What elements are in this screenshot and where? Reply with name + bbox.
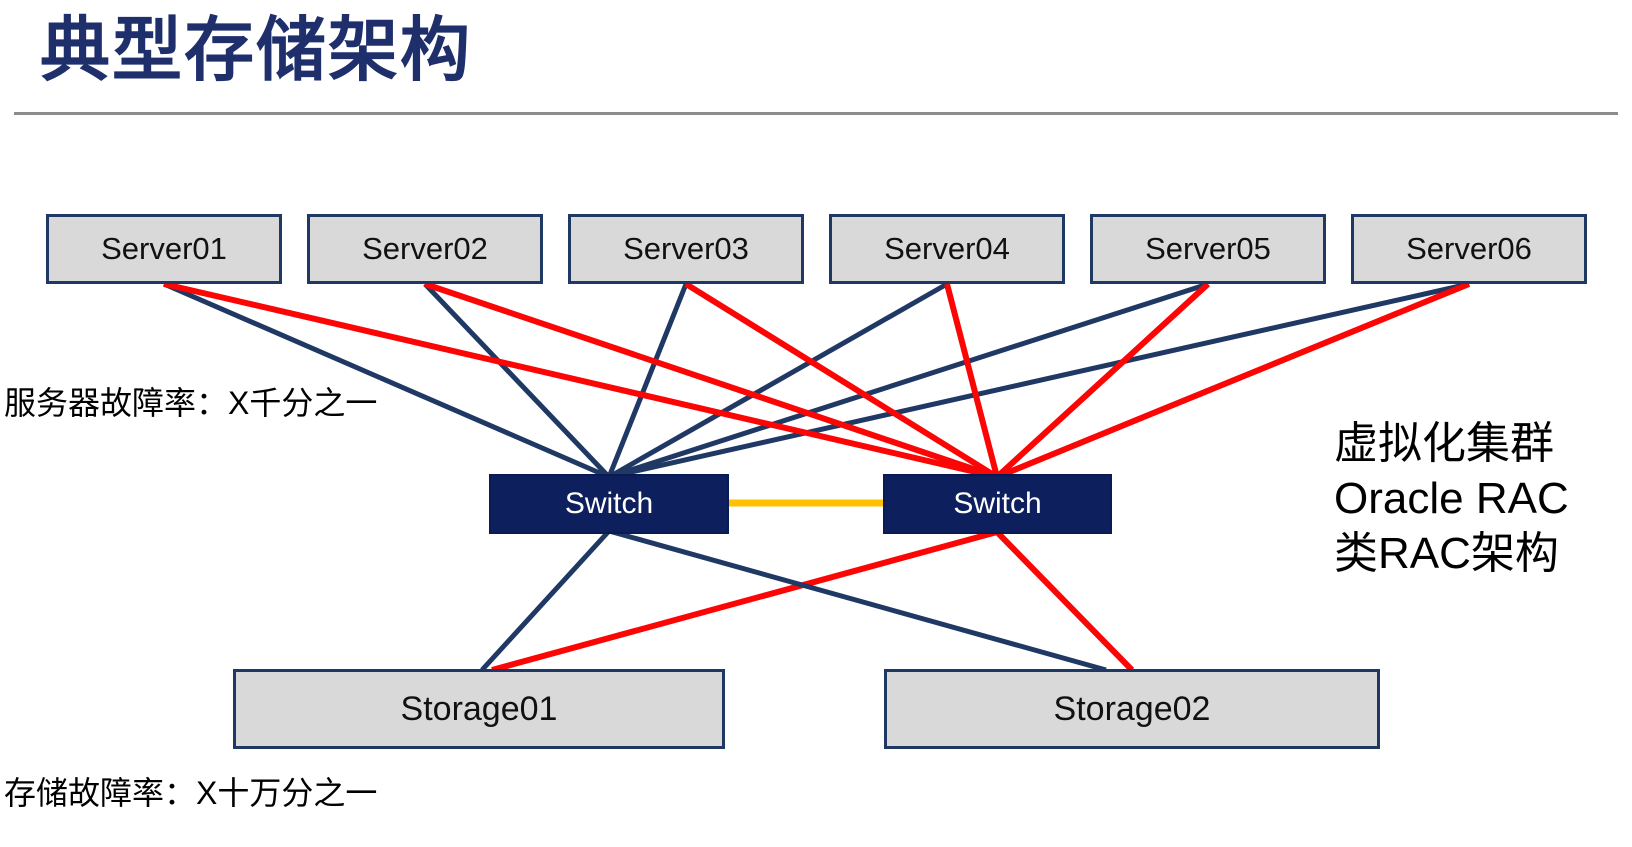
link-server03-switch2 xyxy=(684,281,999,480)
node-server02: Server02 xyxy=(307,214,543,284)
link-server05-switch2 xyxy=(994,281,1211,480)
node-switch-left: Switch xyxy=(489,474,729,534)
node-server03: Server03 xyxy=(568,214,804,284)
cluster-note-line-1: 虚拟化集群 xyxy=(1334,419,1554,468)
link-switch2-storage01 xyxy=(491,529,998,673)
node-server01: Server01 xyxy=(46,214,282,284)
cluster-note-line-3: 类RAC架构 xyxy=(1334,529,1559,578)
node-switch-right: Switch xyxy=(883,474,1112,534)
link-switch1-storage02 xyxy=(608,528,1107,673)
title-divider xyxy=(14,112,1618,115)
link-server02-switch2 xyxy=(424,281,998,480)
node-storage02: Storage02 xyxy=(884,669,1380,749)
node-storage01: Storage01 xyxy=(233,669,725,749)
cluster-note-line-2: Oracle RAC xyxy=(1334,474,1569,523)
server-failure-rate-label: 服务器故障率：X千分之一 xyxy=(4,385,378,421)
storage-failure-rate-label: 存储故障率：X十万分之一 xyxy=(4,775,378,811)
link-server04-switch1 xyxy=(607,281,949,480)
node-server05: Server05 xyxy=(1090,214,1326,284)
node-server06: Server06 xyxy=(1351,214,1587,284)
cluster-note: 虚拟化集群 Oracle RAC 类RAC架构 xyxy=(1334,416,1569,581)
link-server03-switch1 xyxy=(606,283,689,478)
node-server04: Server04 xyxy=(829,214,1065,284)
page-title: 典型存储架构 xyxy=(40,11,472,89)
link-switch1-storage01 xyxy=(480,529,611,672)
link-server05-switch1 xyxy=(608,281,1209,480)
link-switch2-storage02 xyxy=(994,529,1135,673)
link-server02-switch1 xyxy=(423,282,611,479)
link-server04-switch2 xyxy=(944,283,1000,478)
